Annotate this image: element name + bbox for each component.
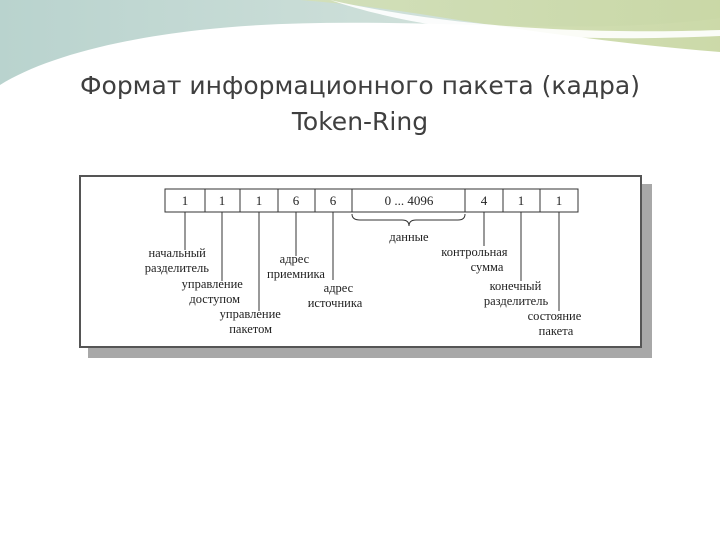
field-source-address-size: 6	[330, 193, 337, 208]
slide-title-line-2: Token-Ring	[291, 107, 429, 136]
slide-title: Формат информационного пакета (кадра) To…	[0, 68, 720, 140]
label-destination-address: адрес приемника	[267, 252, 325, 281]
leader-lines	[184, 212, 560, 311]
figure-frame	[79, 175, 642, 348]
label-frame-control: управление пакетом	[220, 307, 284, 336]
label-source-address: адрес источника	[308, 281, 363, 310]
slide-title-line-1: Формат информационного пакета (кадра)	[80, 71, 640, 100]
field-data-size: 0 ... 4096	[385, 193, 434, 208]
background-wave-green	[300, 0, 720, 52]
label-checksum: контрольная сумма	[441, 245, 510, 274]
background-wave-white	[330, 0, 720, 39]
label-frame-status: состояние пакета	[528, 309, 585, 338]
data-brace	[351, 213, 466, 227]
label-access-control: управление доступом	[182, 277, 246, 306]
label-start-delimiter: начальный разделитель	[145, 246, 210, 275]
field-frame-control-size: 1	[256, 193, 263, 208]
field-checksum-size: 4	[481, 193, 488, 208]
label-end-delimiter: конечный разделитель	[484, 279, 549, 308]
field-access-control-size: 1	[219, 193, 226, 208]
field-row: 1 1 1 6 6 0 ... 4096 4 1 1	[164, 188, 579, 213]
field-start-delimiter-size: 1	[182, 193, 189, 208]
field-frame-status-size: 1	[556, 193, 563, 208]
field-destination-address-size: 6	[293, 193, 300, 208]
field-row-border	[164, 188, 579, 213]
field-end-delimiter-size: 1	[518, 193, 525, 208]
label-data: данные	[389, 230, 429, 244]
